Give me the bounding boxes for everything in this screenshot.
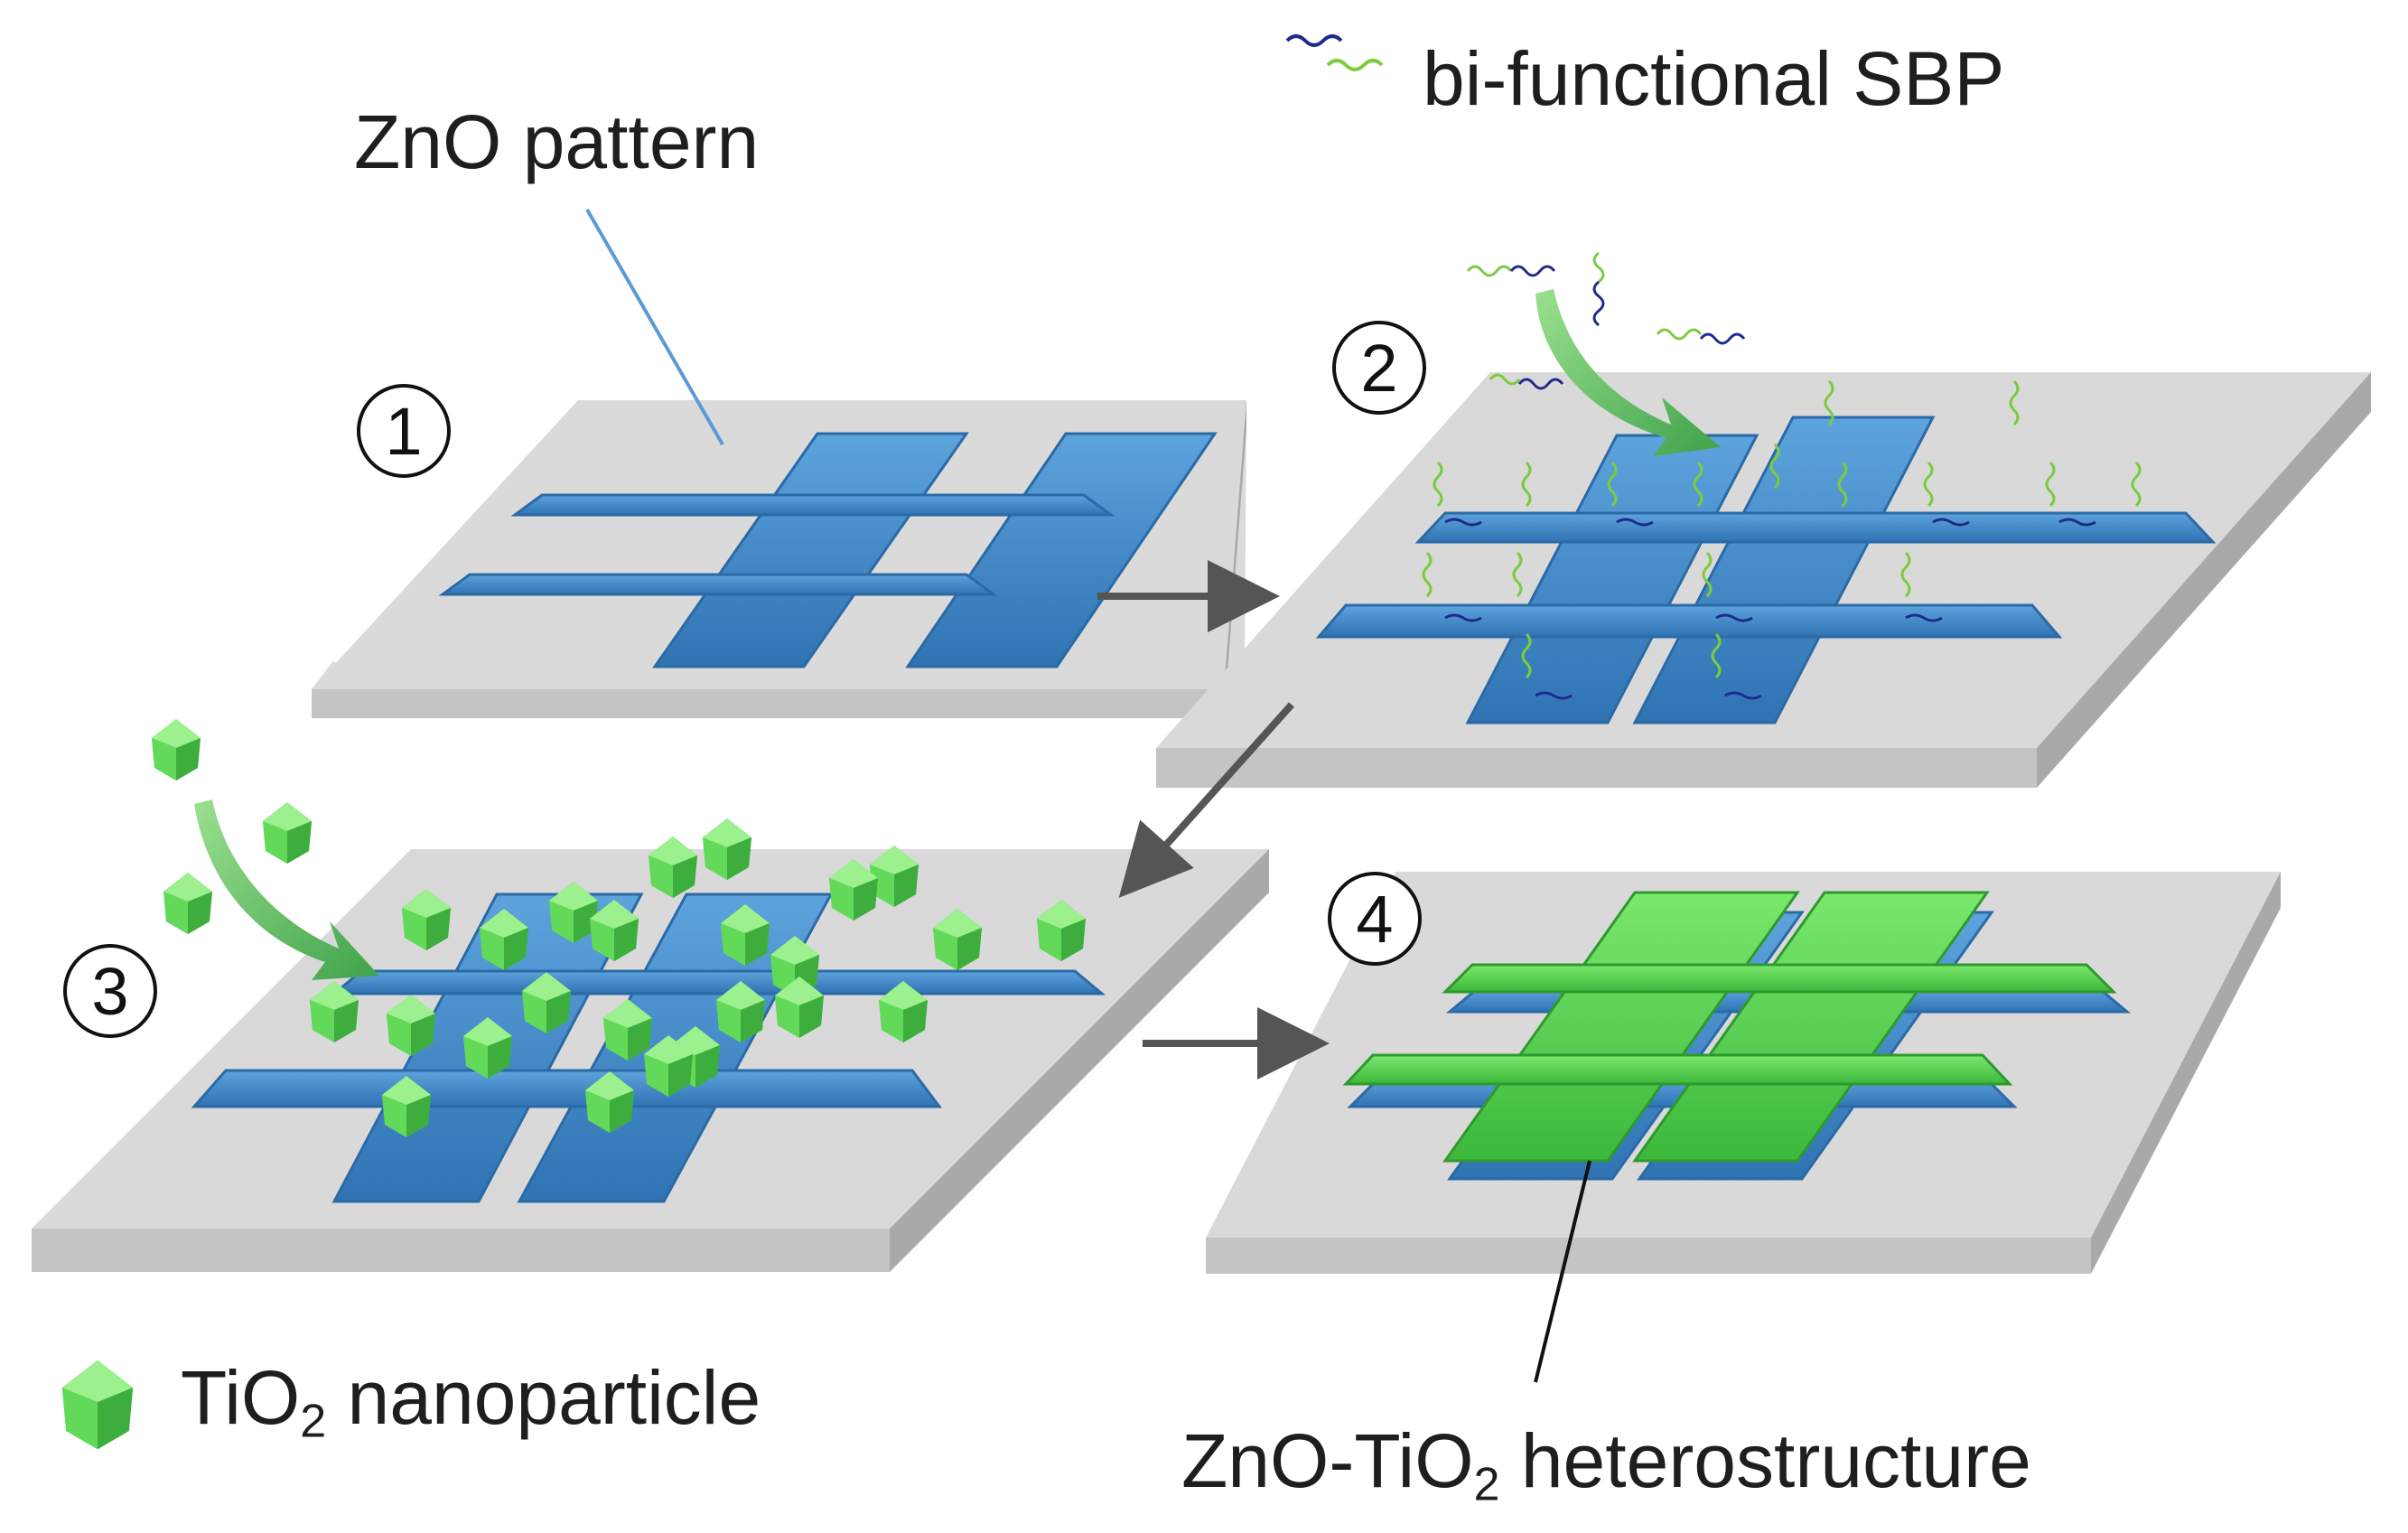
panel-3 <box>32 719 1269 1272</box>
tio2-label-suffix: nanoparticle <box>326 1355 761 1440</box>
heterostructure-pattern <box>1342 891 2132 1181</box>
tio2-legend-label: TiO2 nanoparticle <box>181 1360 761 1445</box>
zno-pattern <box>438 432 1218 668</box>
step-1-marker: 1 <box>357 384 451 478</box>
nanoparticle-addition-arrow <box>194 799 379 980</box>
sbp-legend-icon <box>1285 34 1384 71</box>
bound-peptides <box>1422 379 2142 679</box>
sbp-legend-label: bi-functional SBP <box>1423 36 2005 121</box>
tio2-label-subscript: 2 <box>300 1395 327 1448</box>
heterostructure-label-prefix: ZnO-TiO <box>1181 1418 1474 1503</box>
panel-4 <box>1206 872 2281 1274</box>
zno-pattern-2 <box>1315 416 2217 724</box>
free-peptides <box>1466 251 1746 390</box>
arrow-step2-to-step3 <box>1118 702 1294 898</box>
tio2-legend-icon <box>61 1360 134 1450</box>
peptide-addition-arrow <box>1535 289 1721 456</box>
heterostructure-label: ZnO-TiO2 heterostructure <box>1181 1423 2031 1509</box>
step-4-marker: 4 <box>1328 872 1422 966</box>
panel-2 <box>1156 251 2371 788</box>
zno-pattern-pointer <box>585 209 724 445</box>
heterostructure-label-suffix: heterostructure <box>1499 1418 2031 1503</box>
heterostructure-pointer <box>1534 1160 1591 1383</box>
panel-1 <box>312 400 1246 718</box>
step-2-marker: 2 <box>1332 321 1426 415</box>
tio2-label-prefix: TiO <box>181 1355 301 1440</box>
zno-pattern-label: ZnO pattern <box>354 99 760 184</box>
tio2-free <box>152 719 312 934</box>
heterostructure-label-subscript: 2 <box>1473 1458 1500 1511</box>
step-3-marker: 3 <box>63 944 157 1038</box>
